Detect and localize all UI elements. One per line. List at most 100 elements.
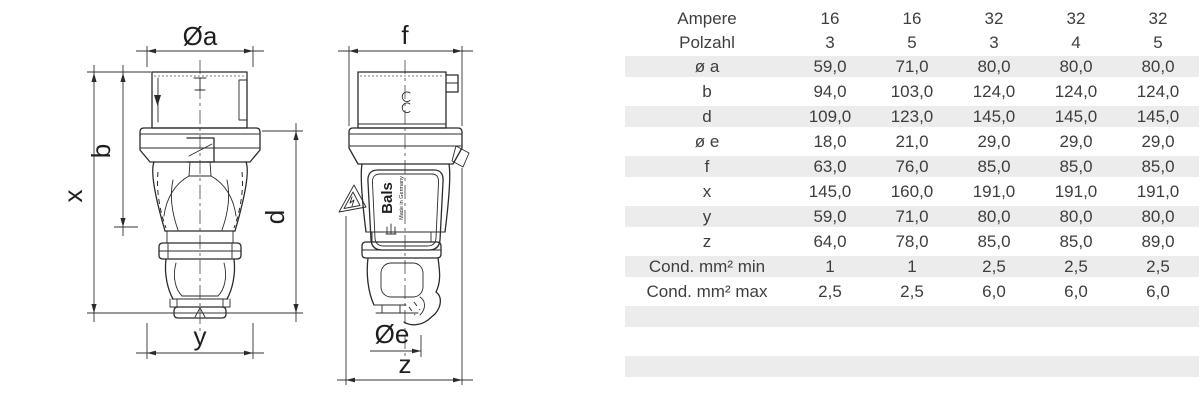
value-cell: 103,0 (890, 82, 934, 101)
value-cell (1117, 304, 1199, 329)
value-cell: 123,0 (890, 107, 934, 126)
value-cell: 32 (1066, 8, 1086, 28)
value-cell (1117, 379, 1199, 404)
dim-label-dia-a: Øa (183, 21, 218, 51)
value-cell: 2,5 (1146, 257, 1170, 276)
brand-logo-text: Bals (379, 182, 396, 214)
row-label: ø e (694, 132, 720, 151)
value-cell (789, 354, 871, 379)
value-cell: 109,0 (808, 107, 852, 126)
value-cell (871, 354, 953, 379)
value-cell: 191,0 (1136, 182, 1180, 201)
value-cell: 89,0 (1141, 232, 1175, 251)
value-cell (1035, 304, 1117, 329)
value-cell: 63,0 (813, 157, 847, 176)
value-cell: 32 (984, 8, 1004, 28)
value-cell: 124,0 (972, 82, 1016, 101)
dim-z: z (337, 168, 473, 385)
value-cell (1035, 379, 1117, 404)
row-label: Ampere (677, 8, 737, 28)
value-cell: 85,0 (977, 157, 1011, 176)
empty-row (625, 304, 1199, 329)
value-cell: 6,0 (1146, 282, 1170, 301)
value-cell: 5 (907, 32, 917, 52)
value-cell: 80,0 (1059, 207, 1093, 226)
empty-row (625, 329, 1199, 354)
value-cell (871, 329, 953, 354)
value-cell: 191,0 (972, 182, 1016, 201)
technical-drawing: Øa b x d (58, 20, 473, 385)
dim-label-z: z (399, 349, 412, 379)
row-label: f (704, 157, 710, 176)
row-label: x (702, 182, 712, 201)
value-cell: 85,0 (1059, 232, 1093, 251)
dim-e: Øe (370, 319, 422, 357)
dim-f: f (338, 20, 473, 126)
value-cell: 80,0 (1141, 207, 1175, 226)
value-cell: 2,5 (900, 282, 924, 301)
value-cell: 85,0 (1059, 157, 1093, 176)
value-cell: 64,0 (813, 232, 847, 251)
row-label (625, 329, 789, 354)
value-cell: 6,0 (1064, 282, 1088, 301)
value-cell: 1 (825, 257, 835, 276)
value-cell (953, 304, 1035, 329)
value-cell (953, 329, 1035, 354)
value-cell: 85,0 (1141, 157, 1175, 176)
value-cell: 145,0 (972, 107, 1016, 126)
side-view: Bals Made in Germany (337, 20, 473, 385)
value-cell (789, 329, 871, 354)
value-cell (1117, 329, 1199, 354)
value-cell: 145,0 (808, 182, 852, 201)
value-cell (789, 379, 871, 404)
value-cell: 160,0 (890, 182, 934, 201)
row-label: Cond. mm² min (648, 257, 766, 276)
value-cell: 29,0 (1141, 132, 1175, 151)
made-in-germany-text: Made in Germany (399, 176, 405, 220)
value-cell: 191,0 (1054, 182, 1098, 201)
value-cell: 80,0 (977, 207, 1011, 226)
row-label: y (702, 207, 712, 226)
row-label: Polzahl (679, 32, 735, 52)
value-cell: 124,0 (1054, 82, 1098, 101)
dim-label-x: x (58, 190, 88, 203)
value-cell (1035, 329, 1117, 354)
dim-b: b (86, 65, 151, 236)
row-label: b (702, 82, 712, 101)
dim-label-f: f (401, 20, 409, 50)
value-cell: 2,5 (1064, 257, 1088, 276)
value-cell: 32 (1148, 8, 1168, 28)
value-cell: 80,0 (1141, 57, 1175, 76)
value-cell (953, 379, 1035, 404)
brand-emblem-icon (385, 223, 397, 235)
value-cell: 71,0 (895, 57, 929, 76)
warning-triangle-icon (338, 184, 367, 213)
value-cell: 1 (907, 257, 917, 276)
dim-y: y (136, 321, 264, 359)
value-cell: 6,0 (982, 282, 1006, 301)
value-cell: 76,0 (895, 157, 929, 176)
value-cell: 78,0 (895, 232, 929, 251)
value-cell: 85,0 (977, 232, 1011, 251)
dim-d: d (260, 123, 303, 322)
value-cell: 59,0 (813, 207, 847, 226)
value-cell (789, 304, 871, 329)
value-cell (871, 304, 953, 329)
row-label (625, 354, 789, 379)
dim-x: x (58, 65, 303, 322)
data-row: x 145,0 160,0 191,0 191,0 191,0 (625, 179, 1199, 204)
data-row: y 59,0 71,0 80,0 80,0 80,0 (625, 204, 1199, 229)
value-cell (871, 379, 953, 404)
value-cell (953, 354, 1035, 379)
value-cell: 71,0 (895, 207, 929, 226)
data-row: f 63,0 76,0 85,0 85,0 85,0 (625, 154, 1199, 179)
